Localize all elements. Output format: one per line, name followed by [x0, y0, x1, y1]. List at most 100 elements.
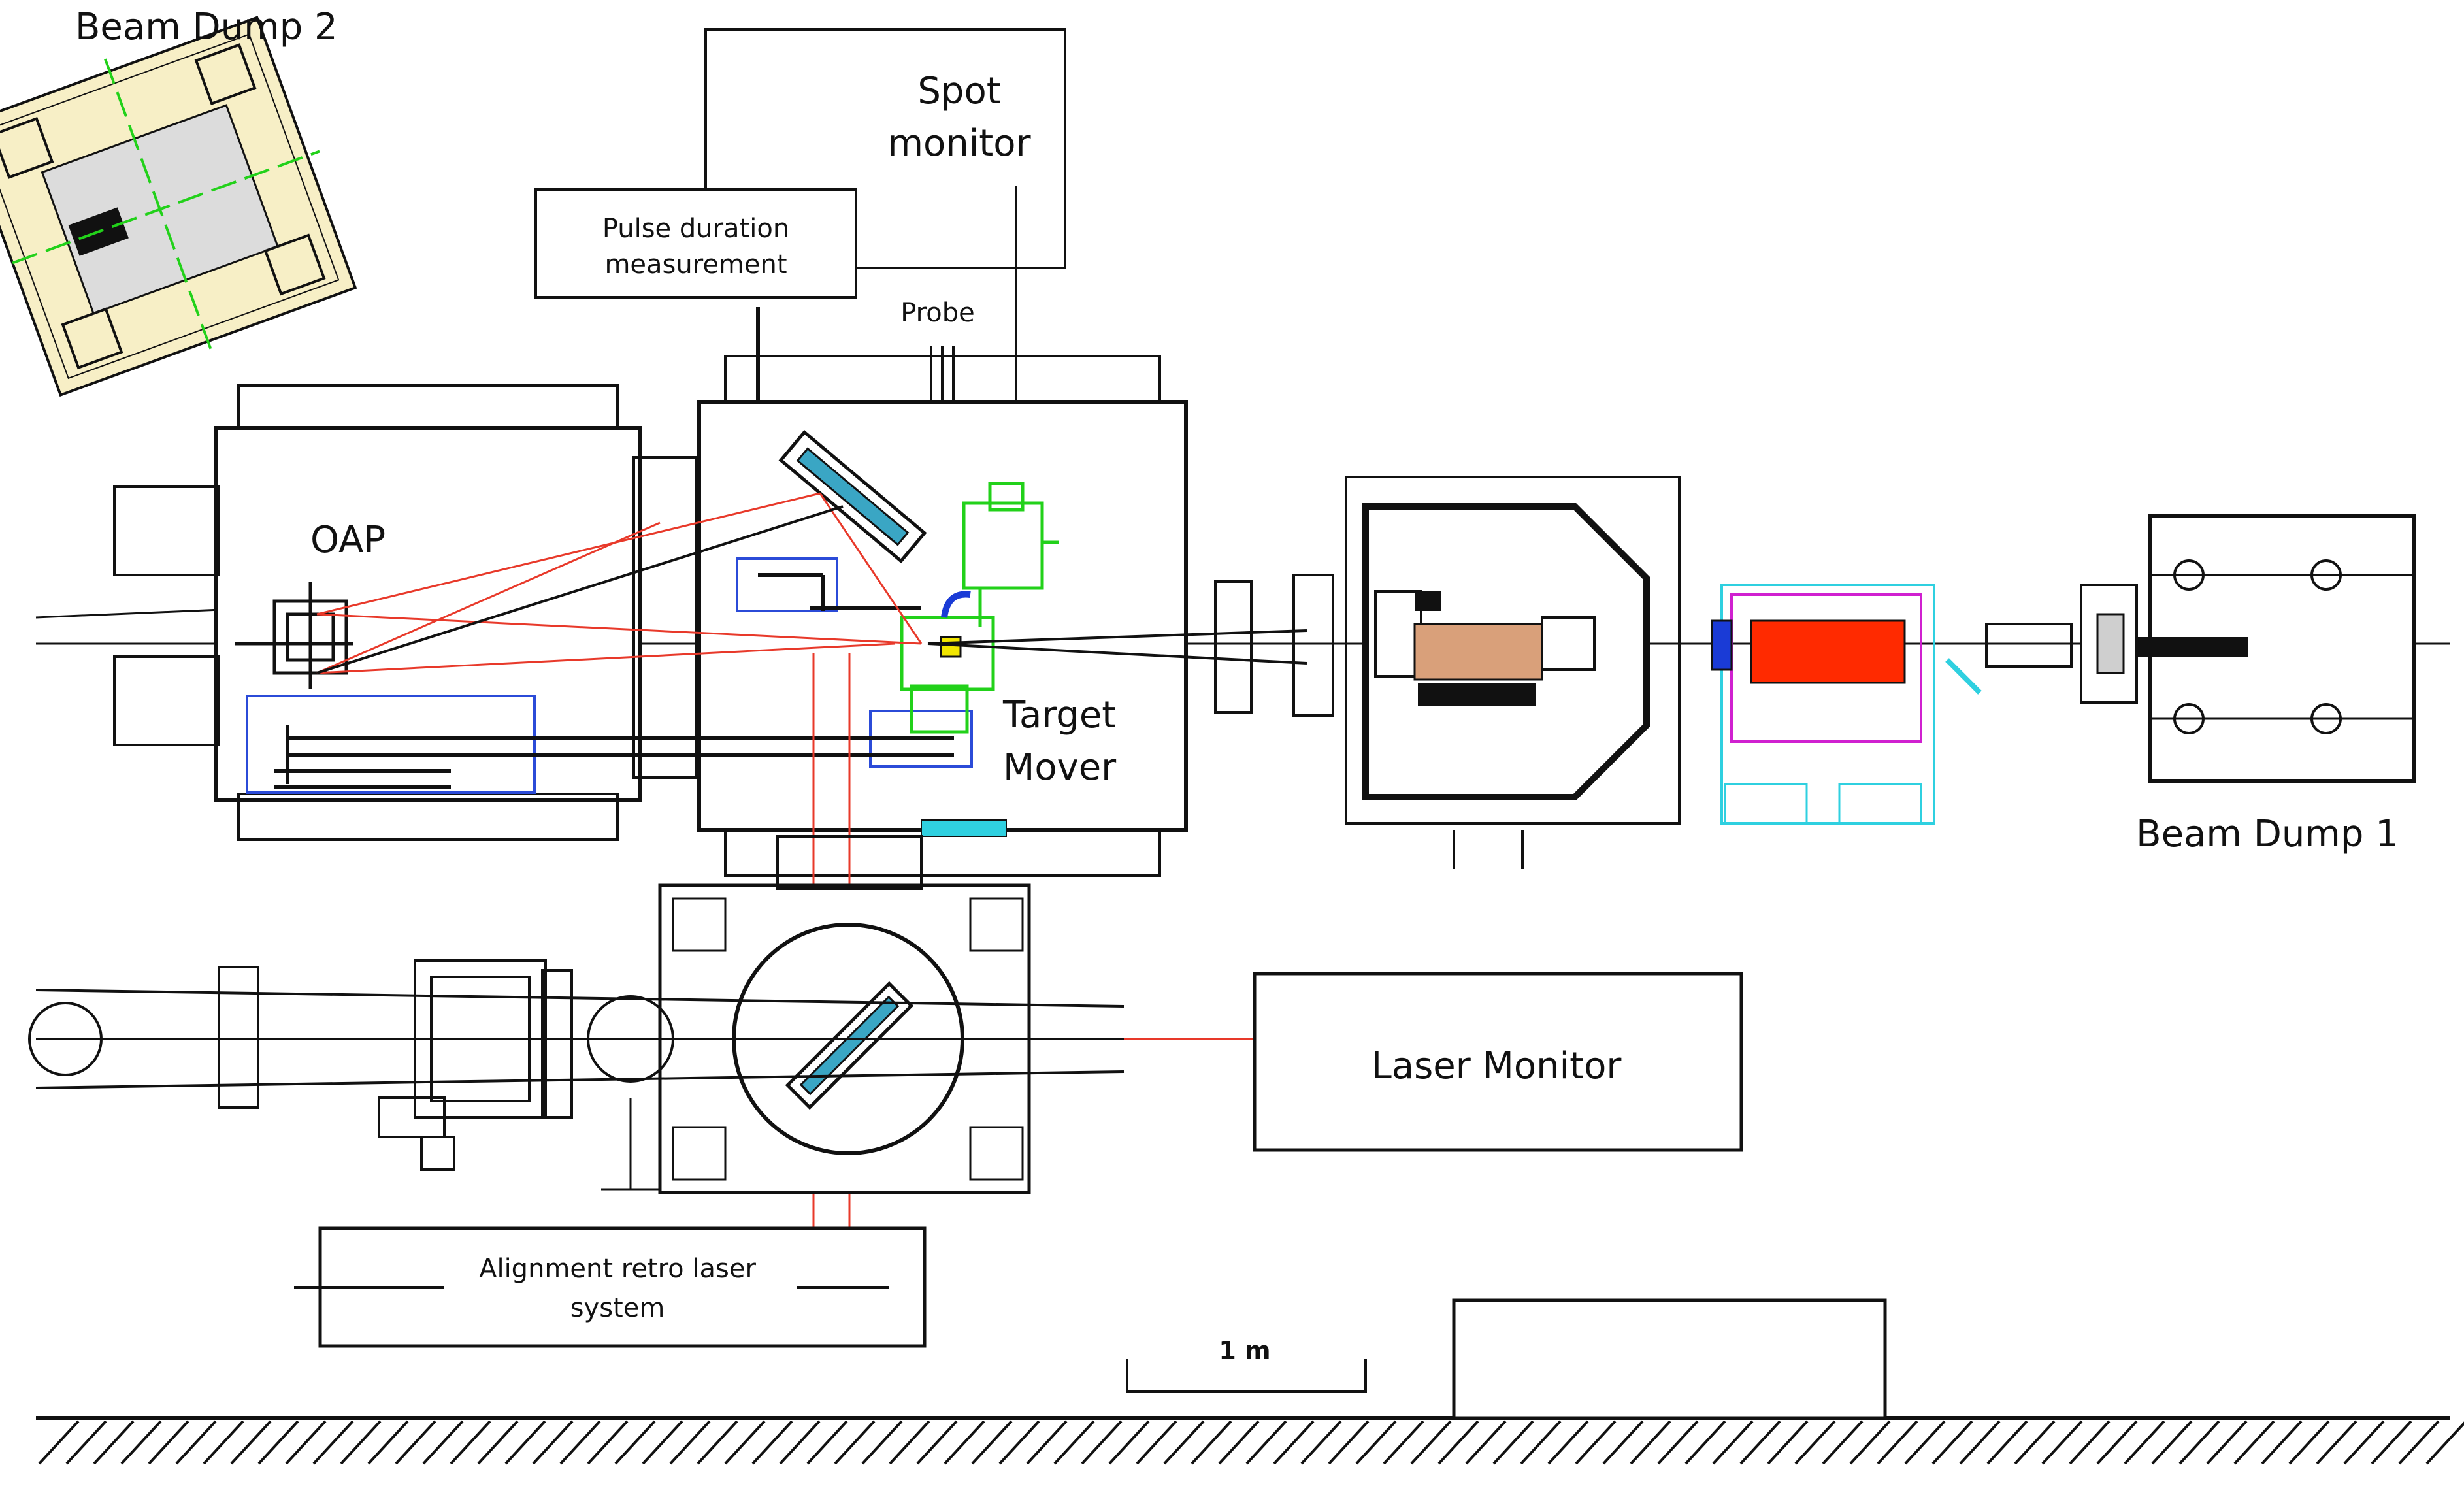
hatch-line	[1630, 1420, 1671, 1465]
alignment-label-2: system	[570, 1293, 665, 1323]
hatch-line	[971, 1420, 1013, 1465]
hatch-line	[1547, 1420, 1589, 1465]
hatch-line	[2041, 1420, 2083, 1465]
hatch-line	[1767, 1420, 1809, 1465]
beam-dump-1-label: Beam Dump 1	[2136, 813, 2399, 855]
hatch-line	[2124, 1420, 2165, 1465]
beam-dump-1	[1985, 514, 2416, 783]
hatch-line	[1410, 1420, 1452, 1465]
hatch-line	[340, 1420, 382, 1465]
hatch-line	[669, 1420, 711, 1465]
hatch-line	[1712, 1420, 1754, 1465]
hatch-line	[257, 1420, 299, 1465]
hatch-line	[2233, 1420, 2275, 1465]
hatch-line	[450, 1420, 491, 1465]
hatch-line	[1136, 1420, 1177, 1465]
hatch-line	[367, 1420, 409, 1465]
hatch-line	[642, 1420, 683, 1465]
alignment-label-1: Alignment retro laser	[479, 1254, 756, 1284]
turning-box	[658, 835, 1031, 1194]
target-holder	[940, 636, 962, 658]
beam-path-dark	[316, 505, 1307, 674]
hatch-line	[1191, 1420, 1232, 1465]
hatch-line	[1904, 1420, 1946, 1465]
hatch-line	[2371, 1420, 2412, 1465]
hatch-line	[1849, 1420, 1891, 1465]
hatch-line	[1492, 1420, 1534, 1465]
hatch-line	[504, 1420, 546, 1465]
hatch-line	[203, 1420, 244, 1465]
hatch-line	[1108, 1420, 1150, 1465]
hatch-line	[1575, 1420, 1617, 1465]
hatch-line	[65, 1420, 107, 1465]
hatch-line	[1986, 1420, 2028, 1465]
hatch-line	[1794, 1420, 1836, 1465]
hatch-line	[861, 1420, 903, 1465]
laser-monitor-label: Laser Monitor	[1372, 1045, 1622, 1087]
pulse-duration-label-1: Pulse duration	[602, 214, 789, 244]
hatch-line	[834, 1420, 876, 1465]
target-mover-label-2: Mover	[1003, 746, 1117, 789]
beam-transport-tube	[28, 959, 1125, 1171]
scale-bar	[1126, 1359, 1367, 1393]
hatch-line	[312, 1420, 354, 1465]
hatch-line	[148, 1420, 189, 1465]
hatch-line	[395, 1420, 436, 1465]
hatch-line	[1931, 1420, 1973, 1465]
hatch-line	[1218, 1420, 1260, 1465]
spot-monitor-label-1: Spot	[917, 70, 1000, 112]
hatch-line	[1163, 1420, 1205, 1465]
floor-block	[1452, 1298, 1887, 1420]
pulse-duration-label-2: measurement	[604, 250, 787, 280]
turning-mirror	[778, 429, 927, 564]
target-mover-label-1: Target	[1002, 694, 1116, 736]
hatch-line	[1465, 1420, 1507, 1465]
interaction-chamber	[1214, 476, 1681, 869]
hatch-line	[2316, 1420, 2357, 1465]
hatch-line	[724, 1420, 766, 1465]
hatch-line	[998, 1420, 1040, 1465]
hatch-line	[1383, 1420, 1424, 1465]
translation-stage	[274, 573, 954, 789]
hatch-line	[1081, 1420, 1123, 1465]
hatch-line	[614, 1420, 656, 1465]
hatch-line	[1602, 1420, 1644, 1465]
dimension-mark	[601, 1098, 660, 1191]
hatch-line	[1822, 1420, 1864, 1465]
hatch-line	[175, 1420, 217, 1465]
hatch-line	[532, 1420, 574, 1465]
hatch-line	[1877, 1420, 1918, 1465]
hatch-line	[779, 1420, 821, 1465]
beam-dump-2-label: Beam Dump 2	[75, 6, 338, 48]
hatch-line	[93, 1420, 135, 1465]
hatch-line	[2069, 1420, 2111, 1465]
hatch-line	[38, 1420, 80, 1465]
hatch-line	[2206, 1420, 2248, 1465]
hatch-line	[2343, 1420, 2385, 1465]
hatch-line	[1026, 1420, 1068, 1465]
hatch-line	[1355, 1420, 1397, 1465]
probe-label: Probe	[900, 298, 974, 328]
hatch-line	[2014, 1420, 2056, 1465]
hatch-line	[1053, 1420, 1095, 1465]
hatch-line	[422, 1420, 464, 1465]
hatch-line	[1684, 1420, 1726, 1465]
hatch-line	[120, 1420, 162, 1465]
hatch-line	[230, 1420, 272, 1465]
probe-fiber	[941, 591, 971, 618]
hatch-line	[2178, 1420, 2220, 1465]
hatch-line	[1437, 1420, 1479, 1465]
spot-monitor-label-2: monitor	[887, 122, 1031, 165]
hatch-line	[285, 1420, 327, 1465]
hatch-line	[1739, 1420, 1781, 1465]
hatch-line	[1300, 1420, 1342, 1465]
scale-bar-label: 1 m	[1219, 1336, 1270, 1365]
hatch-line	[889, 1420, 930, 1465]
hatch-line	[559, 1420, 601, 1465]
hatch-line	[944, 1420, 985, 1465]
hatch-line	[2261, 1420, 2303, 1465]
hatch-line	[1328, 1420, 1370, 1465]
hatch-line	[1657, 1420, 1699, 1465]
hatch-line	[2288, 1420, 2330, 1465]
